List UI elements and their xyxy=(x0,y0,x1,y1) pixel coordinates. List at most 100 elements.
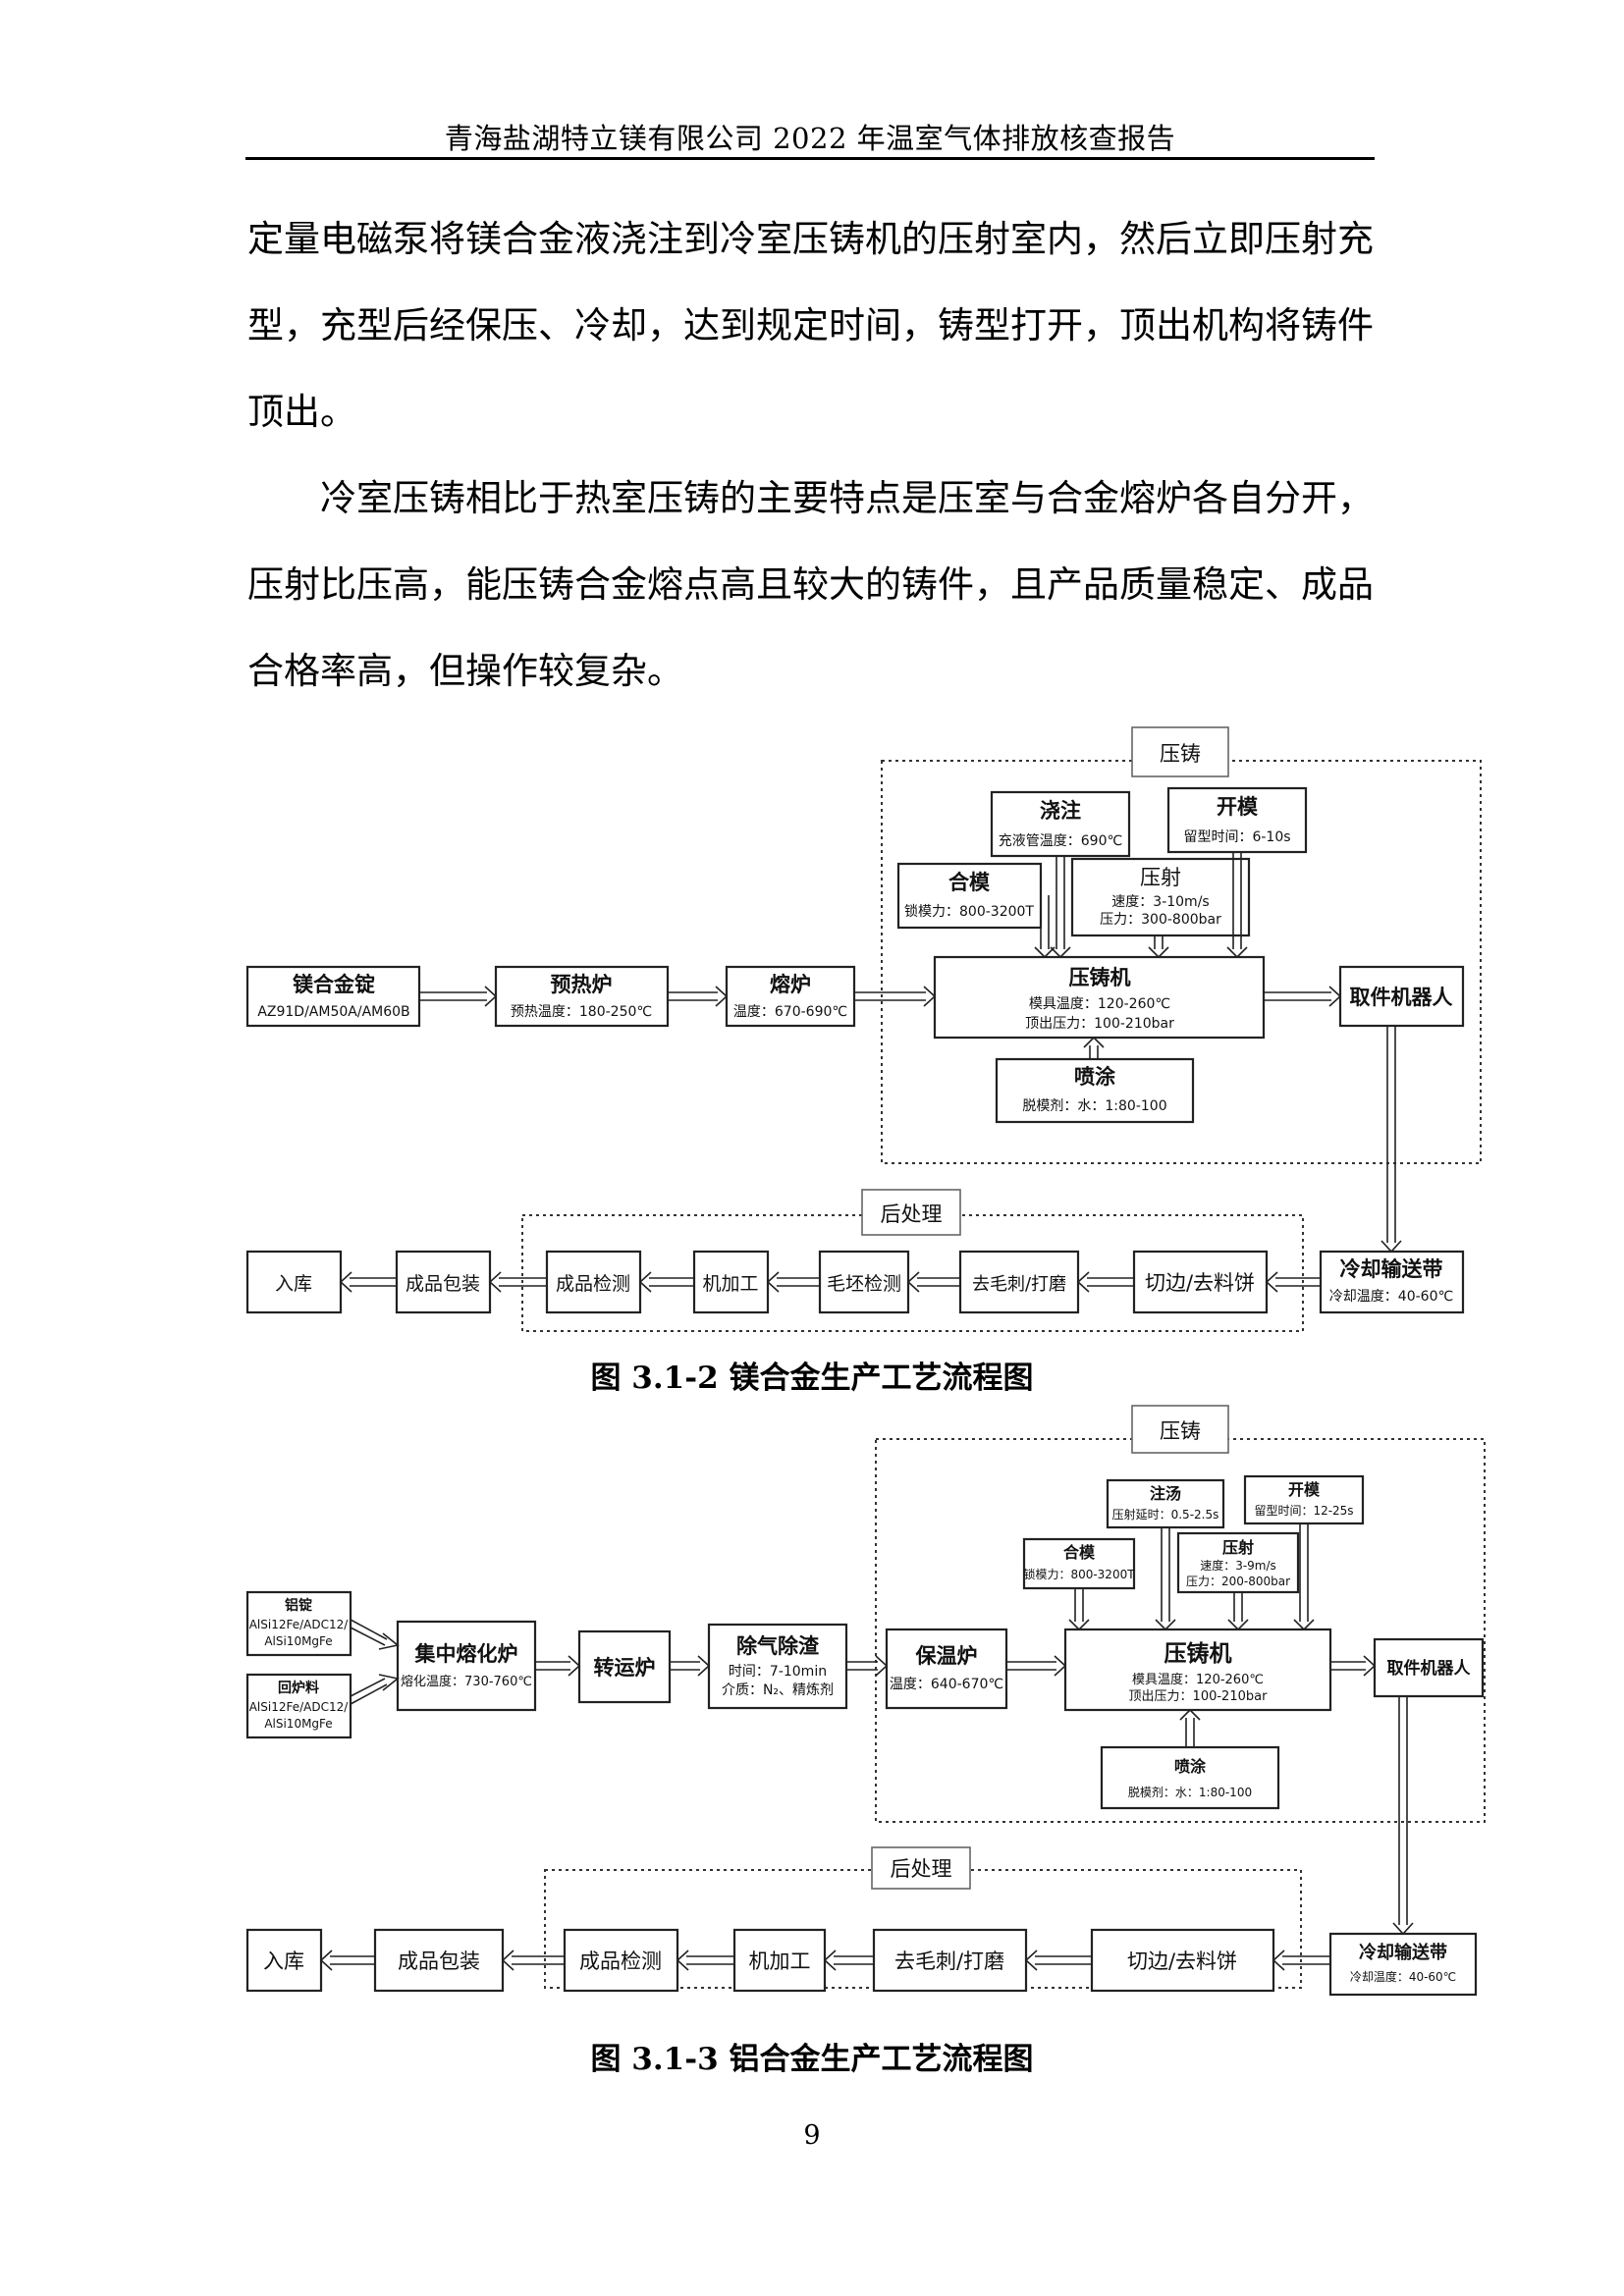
post-processing-group xyxy=(521,1214,1304,1332)
deburr-box: 去毛刺/打磨 xyxy=(872,1928,1028,1993)
svg-text:回炉料: 回炉料 xyxy=(278,1680,319,1696)
svg-text:温度：640-670℃: 温度：640-670℃ xyxy=(890,1677,1003,1692)
die-casting-machine-box: 压铸机 模具温度：120-260℃ 顶出压力：100-210bar xyxy=(933,955,1266,1040)
die-casting-machine-box: 压铸机 模具温度：120-260℃ 顶出压力：100-210bar xyxy=(1063,1628,1332,1712)
paragraph-1: 定量电磁泵将镁合金液浇注到冷室压铸机的压射室内，然后立即压射充型，充型后经保压、… xyxy=(247,218,1374,433)
svg-text:压力：300-800bar: 压力：300-800bar xyxy=(1100,912,1221,928)
svg-text:充液管温度：690℃: 充液管温度：690℃ xyxy=(999,833,1122,849)
flow-arrows xyxy=(339,852,1402,1293)
svg-text:介质：N₂、精炼剂: 介质：N₂、精炼剂 xyxy=(722,1682,834,1698)
inject-box: 压射 速度：3-10m/s 压力：300-800bar xyxy=(1070,857,1251,937)
svg-text:压力：200-800bar: 压力：200-800bar xyxy=(1186,1575,1290,1588)
robot-box: 取件机器人 xyxy=(1373,1637,1485,1698)
svg-text:切边/去料饼: 切边/去料饼 xyxy=(1127,1949,1237,1973)
conveyor-box: 冷却输送带 冷却温度：40-60℃ xyxy=(1328,1932,1478,1997)
open-mold-box: 开模 留型时间：6-10s xyxy=(1166,786,1308,854)
die-casting-group xyxy=(881,760,1482,1164)
svg-text:熔化温度：730-760℃: 熔化温度：730-760℃ xyxy=(401,1674,532,1689)
svg-text:转运炉: 转运炉 xyxy=(594,1656,656,1680)
svg-text:合模: 合模 xyxy=(1063,1543,1096,1562)
trim-box: 切边/去料饼 xyxy=(1132,1250,1269,1314)
svg-text:除气除渣: 除气除渣 xyxy=(736,1634,820,1658)
svg-text:入库: 入库 xyxy=(275,1273,312,1295)
deburr-box: 去毛刺/打磨 xyxy=(958,1250,1080,1314)
preheat-furnace-box: 预热炉 预热温度：180-250℃ xyxy=(494,965,670,1028)
svg-text:取件机器人: 取件机器人 xyxy=(1350,986,1453,1009)
aluminum-process-flowchart: 压铸 后处理 铝锭 AlSi12Fe/ADC12/ AlSi10MgFe 回炉料… xyxy=(245,1405,1486,1997)
blank-inspection-box: 毛坯检测 xyxy=(818,1250,910,1314)
svg-text:取件机器人: 取件机器人 xyxy=(1387,1658,1472,1679)
svg-text:温度：670-690℃: 温度：670-690℃ xyxy=(733,1004,847,1020)
svg-text:喷涂: 喷涂 xyxy=(1174,1757,1207,1776)
svg-text:毛坯检测: 毛坯检测 xyxy=(827,1273,901,1295)
svg-text:模具温度：120-260℃: 模具温度：120-260℃ xyxy=(1029,996,1170,1012)
svg-text:速度：3-10m/s: 速度：3-10m/s xyxy=(1111,894,1209,910)
flow-arrows xyxy=(319,1523,1414,1971)
svg-text:去毛刺/打磨: 去毛刺/打磨 xyxy=(894,1949,1004,1973)
machining-box: 机加工 xyxy=(692,1250,770,1314)
transfer-furnace-box: 转运炉 xyxy=(577,1629,672,1704)
product-inspection-box: 成品检测 xyxy=(545,1250,642,1314)
degassing-box: 除气除渣 时间：7-10min 介质：N₂、精炼剂 xyxy=(707,1623,848,1710)
svg-text:开模: 开模 xyxy=(1288,1480,1321,1499)
svg-text:锁模力：800-3200T: 锁模力：800-3200T xyxy=(1023,1567,1135,1581)
svg-text:压铸机: 压铸机 xyxy=(1069,966,1131,989)
svg-text:冷却输送带: 冷却输送带 xyxy=(1359,1942,1447,1963)
magnesium-process-flowchart: 压铸 后处理 镁合金锭 AZ91D/AM50A/AM60B 预热炉 预热温度：1… xyxy=(245,726,1482,1332)
svg-text:铝锭: 铝锭 xyxy=(285,1597,312,1614)
svg-text:留型时间：12-25s: 留型时间：12-25s xyxy=(1254,1504,1353,1518)
svg-text:机加工: 机加工 xyxy=(702,1273,758,1295)
svg-text:熔炉: 熔炉 xyxy=(770,973,811,996)
svg-text:成品检测: 成品检测 xyxy=(579,1949,662,1973)
svg-text:脱模剂：水：1:80-100: 脱模剂：水：1:80-100 xyxy=(1128,1785,1252,1799)
svg-text:模具温度：120-260℃: 模具温度：120-260℃ xyxy=(1132,1672,1264,1687)
warehouse-box: 入库 xyxy=(245,1928,323,1993)
svg-text:集中熔化炉: 集中熔化炉 xyxy=(414,1642,518,1666)
page-header: 青海盐湖特立镁有限公司 2022 年温室气体排放核查报告 xyxy=(444,122,1176,155)
pour-box: 注汤 压射延时：0.5-2.5s xyxy=(1106,1478,1225,1529)
post-processing-group-label: 后处理 xyxy=(891,1857,952,1881)
machining-box: 机加工 xyxy=(732,1928,827,1993)
svg-text:AZ91D/AM50A/AM60B: AZ91D/AM50A/AM60B xyxy=(257,1004,409,1020)
post-processing-group-label: 后处理 xyxy=(881,1202,943,1226)
clamp-mold-box: 合模 锁模力：800-3200T xyxy=(896,862,1043,930)
clamp-mold-box: 合模 锁模力：800-3200T xyxy=(1022,1537,1135,1590)
svg-text:预热温度：180-250℃: 预热温度：180-250℃ xyxy=(511,1004,652,1020)
svg-text:AlSi10MgFe: AlSi10MgFe xyxy=(264,1717,332,1731)
svg-text:留型时间：6-10s: 留型时间：6-10s xyxy=(1183,829,1290,845)
pour-box: 浇注 充液管温度：690℃ xyxy=(990,790,1131,858)
open-mold-box: 开模 留型时间：12-25s xyxy=(1243,1474,1365,1525)
svg-text:预热炉: 预热炉 xyxy=(551,973,613,996)
svg-text:开模: 开模 xyxy=(1217,795,1259,819)
paragraph-2: 冷室压铸相比于热室压铸的主要特点是压室与合金熔炉各自分开，压射比压高，能压铸合金… xyxy=(247,477,1374,692)
die-casting-group-label: 压铸 xyxy=(1160,742,1201,766)
svg-text:压铸机: 压铸机 xyxy=(1164,1640,1232,1667)
svg-text:时间：7-10min: 时间：7-10min xyxy=(729,1664,827,1680)
header-rule xyxy=(245,157,1375,160)
svg-text:冷却输送带: 冷却输送带 xyxy=(1340,1257,1443,1281)
svg-text:镁合金锭: 镁合金锭 xyxy=(293,973,375,996)
central-melting-furnace-box: 集中熔化炉 熔化温度：730-760℃ xyxy=(396,1620,537,1712)
svg-text:保温炉: 保温炉 xyxy=(915,1644,978,1668)
packing-box: 成品包装 xyxy=(373,1928,505,1993)
figure2-caption: 图 3.1-3 铝合金生产工艺流程图 xyxy=(590,2042,1034,2077)
die-casting-group-label: 压铸 xyxy=(1160,1419,1201,1443)
svg-text:AlSi12Fe/ADC12/: AlSi12Fe/ADC12/ xyxy=(249,1618,350,1631)
spray-box: 喷涂 脱模剂：水：1:80-100 xyxy=(1100,1745,1280,1810)
product-inspection-box: 成品检测 xyxy=(563,1928,679,1993)
svg-text:压射延时：0.5-2.5s: 压射延时：0.5-2.5s xyxy=(1112,1507,1219,1522)
svg-text:冷却温度：40-60℃: 冷却温度：40-60℃ xyxy=(1329,1289,1453,1305)
svg-text:喷涂: 喷涂 xyxy=(1074,1065,1116,1089)
spray-box: 喷涂 脱模剂：水：1:80-100 xyxy=(995,1057,1195,1124)
warehouse-box: 入库 xyxy=(245,1250,343,1314)
svg-text:顶出压力：100-210bar: 顶出压力：100-210bar xyxy=(1025,1016,1174,1032)
svg-text:切边/去料饼: 切边/去料饼 xyxy=(1145,1271,1255,1295)
svg-text:压射: 压射 xyxy=(1222,1538,1254,1557)
conveyor-box: 冷却输送带 冷却温度：40-60℃ xyxy=(1319,1250,1465,1314)
svg-text:机加工: 机加工 xyxy=(749,1949,811,1973)
svg-text:速度：3-9m/s: 速度：3-9m/s xyxy=(1200,1558,1276,1573)
figure1-caption: 图 3.1-2 镁合金生产工艺流程图 xyxy=(590,1361,1034,1396)
svg-text:AlSi12Fe/ADC12/: AlSi12Fe/ADC12/ xyxy=(249,1700,350,1714)
packing-box: 成品包装 xyxy=(395,1250,492,1314)
svg-text:成品包装: 成品包装 xyxy=(398,1949,480,1973)
